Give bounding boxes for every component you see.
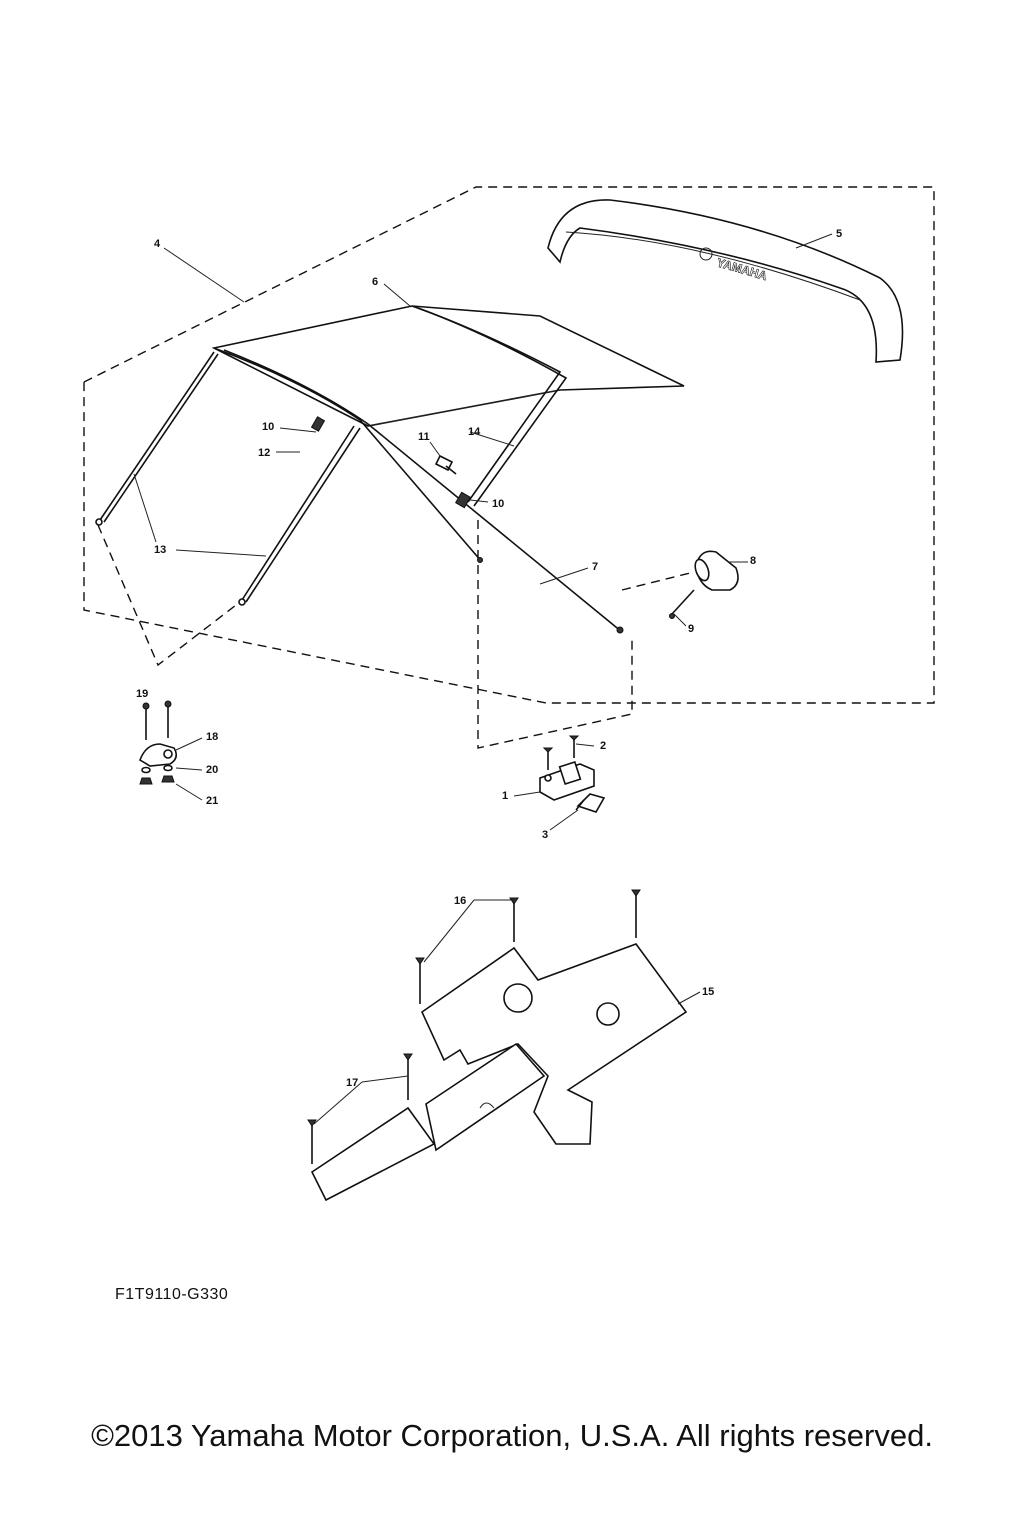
callout-17: 17 <box>346 1077 358 1089</box>
screw-2 <box>542 735 580 770</box>
callout-12: 12 <box>258 447 270 459</box>
callout-14: 14 <box>468 426 481 438</box>
drawing-code: F1T9110-G330 <box>115 1286 229 1303</box>
callout-11: 11 <box>418 431 430 443</box>
callout-1: 1 <box>502 790 508 802</box>
callout-4: 4 <box>154 238 161 250</box>
mount-guide-line-right <box>621 571 695 591</box>
callout-20: 20 <box>206 764 218 776</box>
storage-cover: YAMAHA <box>547 199 904 363</box>
callout-3: 3 <box>542 829 548 841</box>
callout-21: 21 <box>206 795 218 807</box>
side-mount-18 <box>139 743 178 767</box>
bolt-19 <box>142 700 172 740</box>
support-straps <box>95 351 361 606</box>
washer-20 <box>141 764 173 774</box>
callout-15: 15 <box>702 986 714 998</box>
frame-tubes <box>213 305 624 634</box>
callout-16: 16 <box>454 895 466 907</box>
callout-7: 7 <box>592 561 598 573</box>
pin-9 <box>669 589 695 619</box>
assembly-boundary-lower <box>477 520 633 749</box>
copyright-notice: ©2013 Yamaha Motor Corporation, U.S.A. A… <box>91 1418 933 1453</box>
callout-5: 5 <box>836 228 842 240</box>
callout-19: 19 <box>136 688 148 700</box>
assembly-boundary <box>83 186 935 704</box>
nut-21 <box>139 775 175 785</box>
mount-guide-line-left <box>97 524 241 667</box>
callout-6: 6 <box>372 276 378 288</box>
front-mat-17a <box>425 1042 546 1152</box>
mat-clips <box>307 889 641 1164</box>
floor-mat-15 <box>420 943 688 1145</box>
yamaha-emblem-icon <box>699 247 713 261</box>
leader-lines <box>133 233 833 1125</box>
callout-9: 9 <box>688 623 694 635</box>
knob-3 <box>575 793 606 813</box>
callout-2: 2 <box>600 740 606 752</box>
callout-18: 18 <box>206 731 218 743</box>
bolt-11 <box>434 454 457 475</box>
callout-8: 8 <box>750 555 756 567</box>
bimini-canopy <box>211 305 685 427</box>
callout-10a: 10 <box>262 421 274 433</box>
callout-10b: 10 <box>492 498 504 510</box>
front-mat-17b <box>310 1106 436 1202</box>
callout-13: 13 <box>154 544 166 556</box>
end-cap-8 <box>694 550 739 591</box>
